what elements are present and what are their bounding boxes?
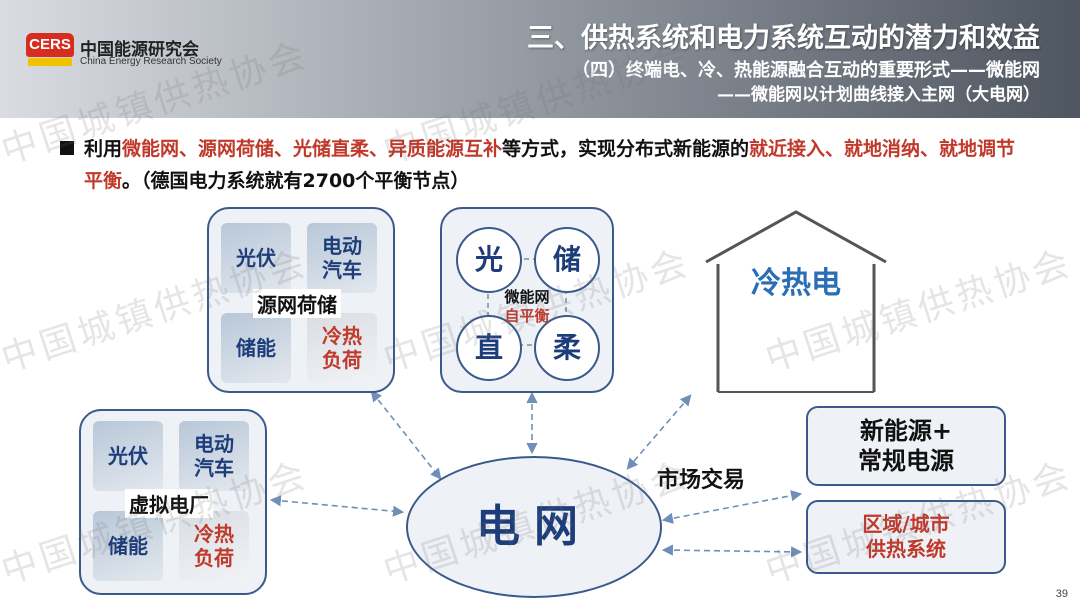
new-energy-line2: 常规电源: [858, 447, 954, 475]
pv-label: 光伏: [236, 246, 276, 270]
new-energy-box: 新能源+ 常规电源: [806, 406, 1006, 486]
bullet-text: 利用微能网、源网荷储、光储直柔、异质能源互补等方式，实现分布式新能源的就近接入、…: [84, 133, 1024, 197]
load-label-line1: 冷热: [322, 324, 362, 348]
vpp-storage-label: 储能: [108, 534, 148, 558]
arrow-district-grid: [661, 544, 803, 558]
header-banner: CERS 中国能源研究会 China Energy Research Socie…: [0, 0, 1080, 118]
market-label: 市场交易: [657, 468, 746, 493]
circle-direct: 直: [456, 315, 522, 381]
logo-badge: CERS: [26, 33, 74, 57]
vpp-load-label-line1: 冷热: [194, 522, 234, 546]
grid-label: 电网: [476, 501, 592, 552]
microgrid-square: [487, 258, 567, 346]
virtual-plant-label: 虚拟电厂: [125, 489, 213, 518]
circle-storage: 储: [534, 227, 600, 293]
ev-label-line1: 电动: [322, 234, 362, 258]
pv-tile: 光伏: [221, 223, 291, 293]
house-outline: [705, 210, 887, 393]
microgrid-label: 微能网自平衡: [487, 288, 567, 326]
arrow-newenergy-grid: [661, 490, 803, 524]
ev-label-line2: 汽车: [322, 258, 362, 282]
arrow-house-grid: [626, 394, 692, 470]
vpp-ev-label-line2: 汽车: [194, 456, 234, 480]
slide-title: 三、供热系统和电力系统互动的潜力和效益: [527, 23, 1040, 54]
circle-light: 光: [456, 227, 522, 293]
vpp-load-tile: 冷热负荷: [179, 511, 249, 581]
grid-ellipse: 电网: [406, 456, 662, 598]
logo-ribbon: [28, 58, 72, 66]
virtual-plant-panel: 光伏 电动汽车 储能 冷热负荷 虚拟电厂: [79, 409, 267, 595]
org-name-cn: 中国能源研究会: [80, 40, 199, 60]
circle-flexible: 柔: [534, 315, 600, 381]
microgrid-label-line2: 自平衡: [504, 307, 550, 325]
vpp-pv-label: 光伏: [108, 444, 148, 468]
source-grid-panel: 光伏 电动汽车 储能 冷热负荷 源网荷储: [207, 207, 395, 393]
text-highlight: 就近接入、就地消纳、就地调节平衡: [84, 138, 1016, 192]
house-label: 冷热电: [751, 266, 841, 301]
slide-subtitle: （四）终端电、冷、热能源融合互动的重要形式——微能网: [572, 60, 1040, 81]
cers-logo: CERS: [26, 33, 74, 67]
vpp-ev-label: 电动汽车: [194, 432, 234, 480]
source-grid-label: 源网荷储: [253, 289, 341, 318]
district-line1: 区域/城市: [862, 512, 950, 536]
bullet-square: [60, 141, 74, 155]
vpp-load-label: 冷热负荷: [194, 522, 234, 570]
storage-label: 储能: [236, 336, 276, 360]
text-plain: 。（德国电力系统就有2700个平衡节点）: [122, 170, 470, 192]
vpp-ev-label-line1: 电动: [194, 432, 234, 456]
new-energy-line1: 新能源+: [859, 417, 953, 445]
vpp-load-label-line2: 负荷: [194, 546, 234, 570]
page-number: 39: [1055, 588, 1068, 600]
arrow-sourcegrid-grid: [370, 390, 442, 480]
vpp-ev-tile: 电动汽车: [179, 421, 249, 491]
ev-tile: 电动汽车: [307, 223, 377, 293]
slide-subtitle-2: ——微能网以计划曲线接入主网（大电网）: [717, 85, 1040, 105]
arrow-vpp-grid: [269, 495, 405, 517]
vpp-storage-tile: 储能: [93, 511, 163, 581]
ev-label: 电动汽车: [322, 234, 362, 282]
storage-tile: 储能: [221, 313, 291, 383]
text-plain: 利用: [84, 138, 123, 160]
vpp-pv-tile: 光伏: [93, 421, 163, 491]
district-line2: 供热系统: [866, 537, 946, 561]
load-label: 冷热负荷: [322, 324, 362, 372]
text-plain: 等方式，实现分布式新能源的: [502, 138, 750, 160]
org-name-en: China Energy Research Society: [80, 56, 222, 67]
load-label-line2: 负荷: [322, 348, 362, 372]
load-tile: 冷热负荷: [307, 313, 377, 383]
microgrid-panel: 光 储 直 柔 微能网自平衡: [440, 207, 614, 393]
district-heating-box: 区域/城市 供热系统: [806, 500, 1006, 574]
text-highlight: 微能网、源网荷储、光储直柔、异质能源互补: [122, 138, 503, 160]
microgrid-label-line1: 微能网: [504, 288, 550, 306]
